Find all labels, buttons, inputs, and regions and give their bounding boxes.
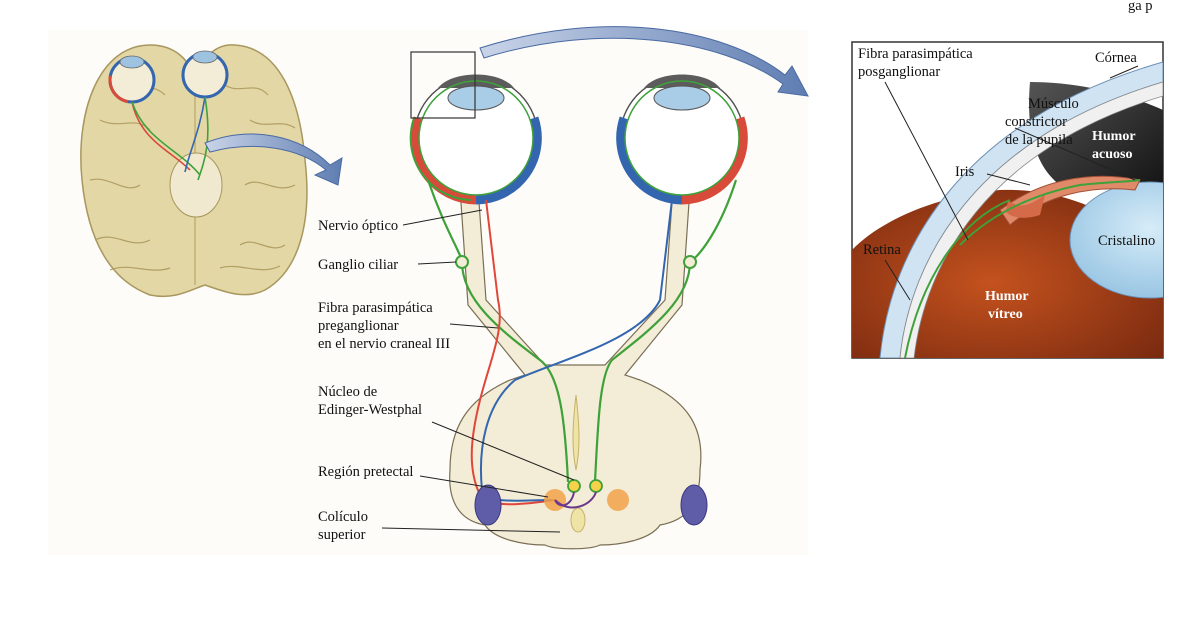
arrow-brain-to-detail bbox=[204, 133, 343, 186]
label-postganglionic-2: posganglionar bbox=[858, 64, 940, 80]
pretectal-region-right bbox=[607, 489, 629, 511]
label-colliculus-2: superior bbox=[318, 527, 366, 543]
label-retina: Retina bbox=[863, 242, 901, 258]
label-preganglionic-1: Fibra parasimpática bbox=[318, 300, 433, 316]
label-preganglionic-3: en el nervio craneal III bbox=[318, 336, 450, 352]
label-iris: Iris bbox=[955, 164, 975, 180]
label-constrictor-3: de la pupila bbox=[1005, 132, 1073, 148]
label-optic-nerve: Nervio óptico bbox=[318, 218, 398, 234]
leader-colliculus bbox=[381, 527, 561, 533]
zoom-box bbox=[410, 51, 476, 119]
edinger-westphal-left bbox=[567, 479, 581, 493]
label-pretectal: Región pretectal bbox=[318, 464, 413, 480]
leader-pretectal bbox=[419, 475, 549, 498]
label-constrictor-2: constrictor bbox=[1005, 114, 1067, 130]
label-ciliary-ganglion: Ganglio ciliar bbox=[318, 257, 398, 273]
label-constrictor-1: Músculo bbox=[1028, 96, 1079, 112]
label-lens: Cristalino bbox=[1098, 233, 1155, 249]
leader-ciliary-ganglion bbox=[417, 261, 457, 265]
label-aqueous-1: Humor bbox=[1092, 129, 1136, 144]
label-cornea: Córnea bbox=[1095, 50, 1137, 66]
edinger-westphal-right bbox=[589, 479, 603, 493]
leader-preganglionic bbox=[449, 323, 499, 329]
ciliary-ganglion-right bbox=[683, 255, 697, 269]
label-edinger-2: Edinger-Westphal bbox=[318, 402, 422, 418]
label-preganglionic-2: preganglionar bbox=[318, 318, 399, 334]
leader-optic-nerve bbox=[402, 209, 483, 226]
leader-cornea bbox=[1109, 65, 1139, 79]
label-aqueous-2: acuoso bbox=[1092, 147, 1132, 162]
leader-iris bbox=[986, 173, 1031, 186]
label-vitreous-1: Humor bbox=[985, 289, 1029, 304]
superior-colliculus-left bbox=[474, 484, 502, 526]
page-header-fragment: ga p bbox=[1128, 0, 1153, 14]
ciliary-ganglion-left bbox=[455, 255, 469, 269]
leader-edinger-westphal bbox=[431, 421, 575, 481]
brain-illustration bbox=[80, 44, 308, 297]
label-edinger-1: Núcleo de bbox=[318, 384, 377, 400]
label-vitreous-2: vítreo bbox=[988, 307, 1023, 322]
label-colliculus-1: Colículo bbox=[318, 509, 368, 525]
arrow-detail-to-inset bbox=[479, 26, 809, 97]
leader-constrictor bbox=[1014, 127, 1136, 181]
superior-colliculus-right bbox=[680, 484, 708, 526]
leader-retina bbox=[884, 259, 911, 301]
eye-detail-inset: Fibra parasimpática posganglionar Córnea… bbox=[851, 41, 1164, 359]
pathway-diagram bbox=[409, 51, 748, 550]
leader-postganglionic bbox=[884, 81, 969, 241]
label-postganglionic-1: Fibra parasimpática bbox=[858, 46, 973, 62]
